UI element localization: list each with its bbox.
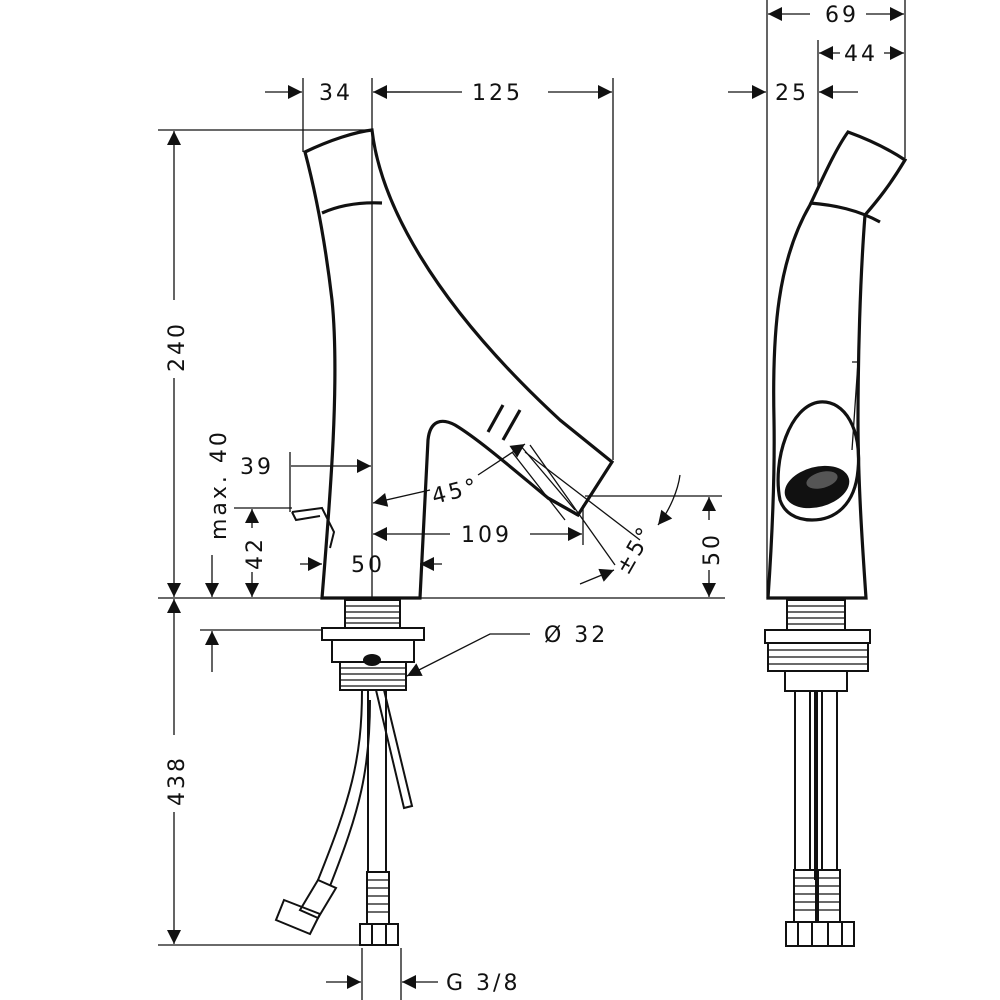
dim-45-leader	[477, 443, 526, 476]
side-locknut	[764, 629, 871, 644]
side-handle-band	[809, 201, 881, 224]
front-nut-detail	[363, 654, 381, 666]
dim-pm5-arc	[657, 474, 681, 526]
dim-50-base-label: 50	[351, 553, 385, 578]
dim-pm5-ray-2	[524, 451, 641, 541]
side-fitting-ribs	[794, 877, 840, 911]
side-base-neck	[786, 599, 846, 631]
side-nuts	[785, 921, 855, 947]
front-faucet-body	[303, 128, 615, 600]
dim-69-label: 69	[825, 3, 859, 28]
front-hose-straight	[367, 690, 387, 872]
side-thread-shank	[784, 670, 848, 692]
dim-34-label: 34	[319, 81, 353, 106]
dim-42-label: 42	[243, 536, 268, 570]
front-locknut	[321, 627, 425, 641]
side-faucet-body	[766, 130, 908, 600]
dim-44-label: 44	[844, 42, 878, 67]
dim-g38-label: G 3/8	[446, 971, 520, 996]
front-aerator	[547, 496, 579, 517]
dim-dia32-label: Ø 32	[544, 623, 608, 648]
side-spout-housing	[776, 400, 861, 522]
dim-pm5-ray-1	[529, 444, 616, 566]
front-hose-bent	[317, 689, 371, 887]
dim-max40-label: max. 40	[207, 429, 232, 540]
dim-125-label: 125	[472, 81, 523, 106]
dim-45-label: 45°	[429, 474, 482, 510]
side-washer-ribs	[768, 649, 868, 665]
dim-dia32-leader	[406, 633, 530, 677]
front-popup-lever	[291, 506, 336, 549]
front-nut-straight	[359, 923, 399, 946]
side-base-neck-hatch	[787, 605, 845, 625]
side-aerator-inner	[806, 471, 838, 489]
dim-50-height-label: 50	[700, 532, 725, 566]
side-view: 69 44 25	[728, 0, 908, 947]
dim-pm5-arrow-bottom	[579, 568, 615, 585]
front-base-neck	[344, 599, 401, 629]
dim-25-label: 25	[775, 81, 809, 106]
dim-240-label: 240	[165, 321, 190, 372]
front-pull-rod	[375, 689, 414, 810]
front-nut-bent	[274, 898, 322, 936]
dim-438-label: 438	[165, 755, 190, 806]
dim-45-arrow	[372, 489, 431, 507]
front-handle-band	[321, 201, 383, 215]
front-spout-ring	[486, 404, 522, 441]
side-hoses	[794, 691, 838, 870]
dim-39-label: 39	[240, 455, 274, 480]
side-lever-edge	[851, 361, 859, 451]
front-thread-lines	[340, 667, 406, 687]
dim-109-label: 109	[461, 523, 512, 548]
front-hose-fitting-straight-ribs	[367, 879, 389, 913]
front-base-neck-hatch	[345, 605, 400, 624]
dim-pm5-label: ±5°	[612, 521, 660, 579]
front-view: 34 125 240 max. 40 39 42 45° 109	[158, 78, 725, 1000]
